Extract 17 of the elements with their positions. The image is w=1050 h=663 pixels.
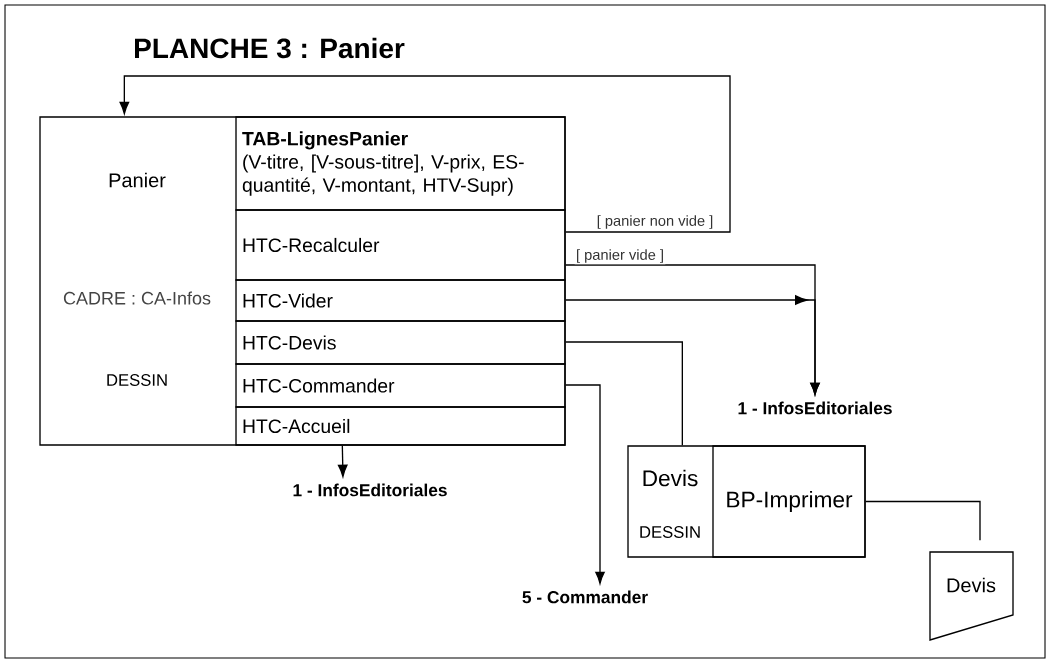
title: PLANCHE 3 : Panier xyxy=(135,37,405,59)
cell: BP-Imprimer xyxy=(712,445,866,558)
target-label: 1 - InfosEditoriales xyxy=(293,483,447,497)
cell: HTC-Recalculer xyxy=(235,209,566,281)
edge-label: [ panier vide ] xyxy=(574,247,666,265)
arrow xyxy=(565,384,605,585)
target-label: 5 - Commander xyxy=(522,590,648,604)
cell: HTC-Devis xyxy=(235,320,566,365)
cell: HTC-Vider xyxy=(235,279,566,322)
arrow xyxy=(565,295,820,396)
target-label: 1 - InfosEditoriales xyxy=(738,401,892,415)
arrow xyxy=(119,75,731,233)
cell: HTC-Accueil xyxy=(235,406,566,446)
cell: TAB-LignesPanier (V-titre, [V-sous-titre], V-prix, ES-quantité, V-montant, HTV-Supr) xyxy=(235,116,566,211)
edge-label: [ panier non vide ] xyxy=(595,213,715,231)
arrow xyxy=(337,445,348,478)
cell: HTC-Commander xyxy=(235,363,566,408)
